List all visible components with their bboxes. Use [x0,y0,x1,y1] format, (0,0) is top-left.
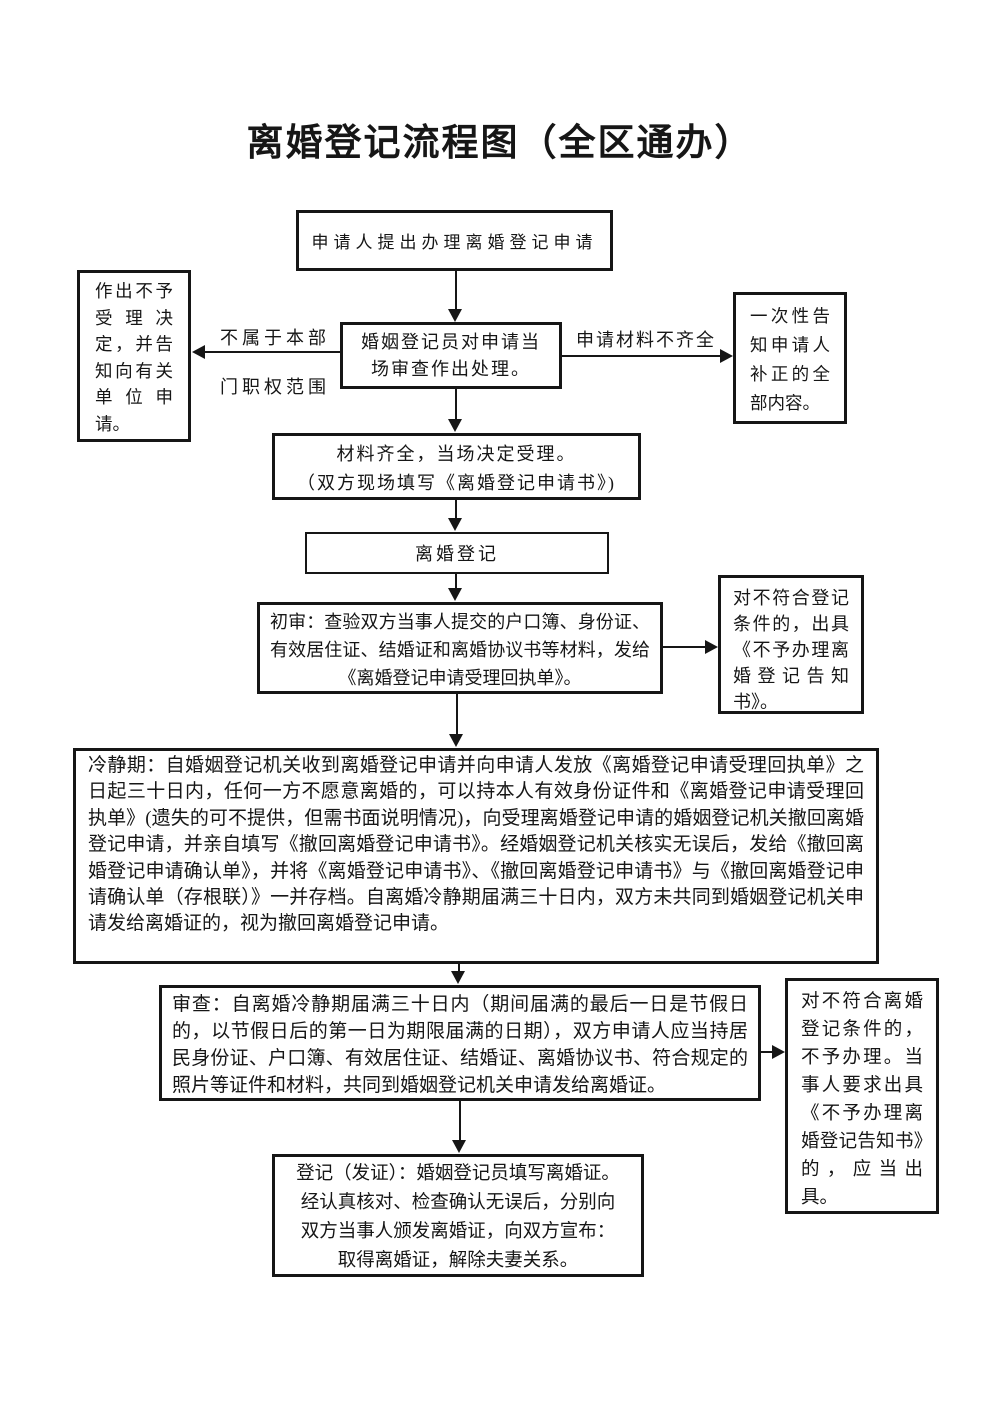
arrow-cooloff-to-examine-head-icon [451,971,465,984]
arrow-firstreview-to-cooloff-head-icon [449,734,463,747]
arrow-examine-to-refuse-head-icon [772,1045,785,1059]
arrow-apply-to-review-head-icon [448,309,462,322]
arrow-cooloff-to-examine-line [458,964,460,972]
node-cooling-off-period: 冷静期：自婚姻登记机关收到离婚登记申请并向申请人发放《离婚登记申请受理回执单》之… [73,748,879,964]
arrow-firstreview-to-fail-line [663,646,707,648]
node-examination: 审查：自离婚冷静期届满三十日内（期间届满的最后一日是节假日的，以节假日后的第一日… [159,985,761,1101]
arrow-examine-to-refuse-line [761,1051,774,1053]
arrow-review-to-reject-line [204,351,340,353]
node-issue-certificate: 登记（发证）：婚姻登记员填写离婚证。 经认真核对、检查确认无误后，分别向 双方当… [272,1154,644,1277]
node-refuse-handle: 对不符合离婚登记条件的，不予办理。当事人要求出具《不予办理离婚登记告知书》的，应… [785,978,939,1214]
node-onsite-review: 婚姻登记员对申请当 场审查作出处理。 [340,322,562,389]
arrow-review-to-notify-head-icon [720,349,733,363]
node-accept-materials: 材料齐全，当场决定受理。 （双方现场填写《离婚登记申请书》) [272,433,641,500]
arrow-review-to-notify-line [562,355,722,357]
arrow-register-to-firstreview-head-icon [448,588,462,601]
node-apply: 申请人提出办理离婚登记申请 [296,210,613,271]
label-incomplete-materials: 申请材料不齐全 [576,330,716,350]
arrow-review-to-accept-head-icon [448,419,462,432]
node-divorce-registration: 离婚登记 [305,532,609,574]
arrow-accept-to-register-line [455,500,457,519]
arrow-register-to-firstreview-line [455,574,457,589]
arrow-review-to-reject-head-icon [192,345,205,359]
arrow-accept-to-register-head-icon [448,518,462,531]
label-out-of-scope: 不属于本部 门职权范围 [220,328,330,397]
arrow-apply-to-review-line [455,271,457,311]
node-reject-decision: 作出不予受理决定，并告知向有关单位申请。 [77,270,191,442]
arrow-firstreview-to-cooloff-line [456,694,458,735]
node-onetime-notify: 一次性告知申请人补正的全部内容。 [733,292,847,424]
arrow-examine-to-issue-head-icon [452,1140,466,1153]
node-first-review: 初审：查验双方当事人提交的户口簿、身份证、有效居住证、结婚证和离婚协议书等材料，… [257,602,663,694]
node-fail-notice: 对不符合登记条件的，出具《不予办理离婚登记告知书》。 [718,575,864,714]
arrow-firstreview-to-fail-head-icon [705,640,718,654]
arrow-review-to-accept-line [455,389,457,420]
arrow-examine-to-issue-line [459,1101,461,1141]
page-title: 离婚登记流程图（全区通办） [246,123,754,164]
